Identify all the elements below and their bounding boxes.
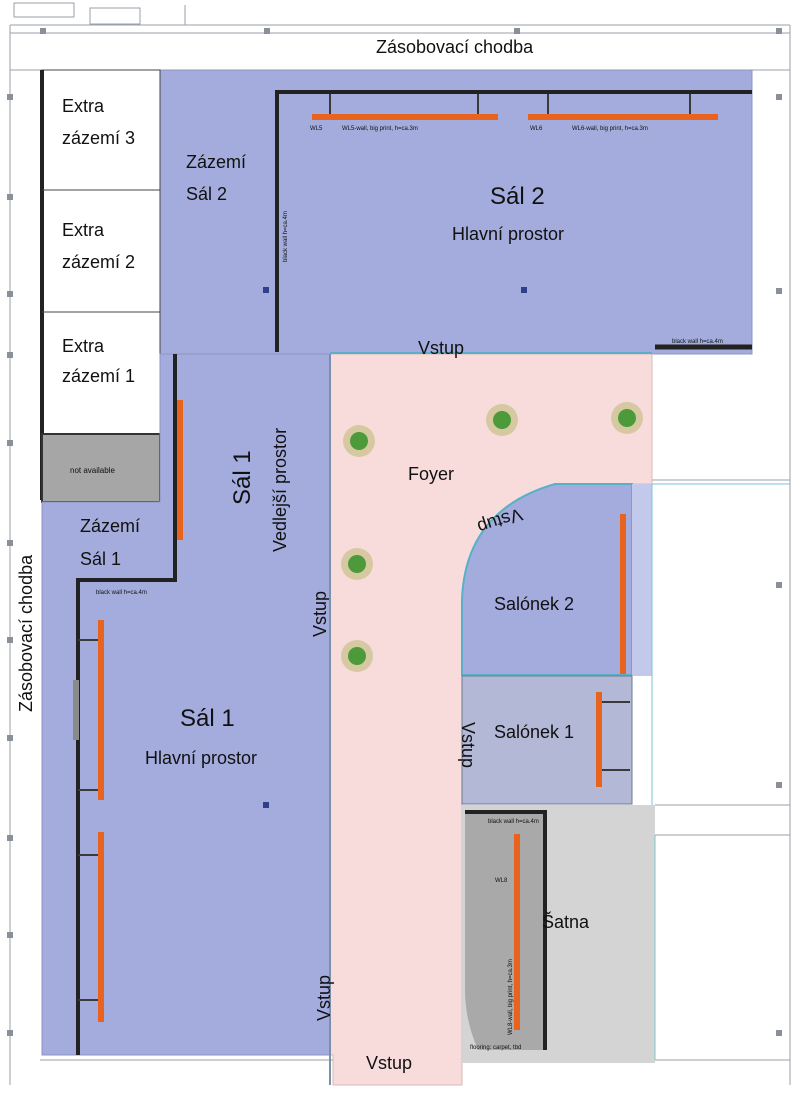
vstup-sal1: Vstup — [310, 591, 330, 637]
zazemi-sal2-line2: Sál 2 — [186, 184, 227, 204]
vstup-sal2: Vstup — [418, 338, 464, 358]
sal1-side-subtitle: Vedlejší prostor — [270, 428, 290, 552]
foyer-label: Foyer — [408, 464, 454, 484]
extra1-line1: Extra — [62, 336, 105, 356]
corridor-top-label: Zásobovací chodba — [376, 37, 534, 57]
wl8-panel — [514, 834, 520, 1030]
sal1-grey-strip — [73, 680, 79, 740]
sal1-title: Sál 1 — [180, 705, 235, 732]
extra3-line2: zázemí 3 — [62, 128, 135, 148]
black-wall-sal1-label: black wall h=ca.4m — [96, 590, 147, 596]
wl5-label: WL5-wall, big print, h=ca.3m — [342, 126, 418, 132]
zazemi-sal1-line1: Zázemí — [80, 516, 140, 536]
flooring-label: flooring: carpet, tbd — [470, 1045, 521, 1051]
wl6-wall — [528, 94, 718, 120]
wl6-label: WL6-wall, big print, h=ca.3m — [572, 126, 648, 132]
zazemi-sal2-line1: Zázemí — [186, 152, 246, 172]
sal2-area — [159, 69, 753, 355]
sal2-center-column — [521, 287, 527, 293]
vstup-lower: Vstup — [314, 975, 334, 1021]
sal1-panel-lower — [78, 832, 104, 1022]
sal1-side-title: Sál 1 — [229, 450, 256, 505]
salonek2-panel — [620, 514, 626, 674]
right-rooms — [651, 483, 790, 1060]
salonek2-label: Salónek 2 — [494, 594, 574, 614]
wl6-tag: WL6 — [530, 126, 543, 132]
sal1-panel-upper — [78, 620, 104, 800]
wl5-wall — [312, 94, 498, 120]
sal2-title: Sál 2 — [490, 183, 545, 210]
sal1-subtitle: Hlavní prostor — [145, 748, 257, 768]
vstup-salonek1: Vstup — [458, 722, 478, 768]
extra-rooms — [40, 69, 161, 500]
plant-icon — [486, 404, 518, 436]
plant-icon — [343, 425, 375, 457]
corridor-left-label: Zásobovací chodba — [16, 554, 36, 712]
satna-label: Šatna — [542, 911, 590, 932]
plant-icon — [341, 640, 373, 672]
salonek2-area — [461, 483, 633, 676]
sal1-side-panel — [177, 400, 183, 540]
black-wall-sal2-side-label: black wall h=ca.4m — [283, 211, 289, 262]
sal1-center-column — [263, 802, 269, 808]
wl8-tag: WL8 — [495, 878, 508, 884]
salonek1-panel — [596, 692, 630, 787]
column-markers — [7, 28, 782, 1036]
salonek1-label: Salónek 1 — [494, 722, 574, 742]
black-wall-satna-label: black wall h=ca.4m — [488, 819, 539, 825]
plant-icon — [341, 548, 373, 580]
black-wall-sal2-bottom-label: black wall h=ca.4m — [672, 339, 723, 345]
satna-black-wall — [465, 810, 547, 1050]
sal2-column — [263, 287, 269, 293]
sal1-black-wall — [76, 354, 177, 1055]
extra2-line2: zázemí 2 — [62, 252, 135, 272]
wl8-label: WL8-wall, big print, h=ca.3m — [508, 959, 514, 1035]
salonek2-side-strip — [632, 484, 652, 676]
plant-icon — [611, 402, 643, 434]
zazemi-sal1-line2: Sál 1 — [80, 549, 121, 569]
extra1-line2: zázemí 1 — [62, 366, 135, 386]
salonek1-area — [461, 675, 633, 805]
vstup-main: Vstup — [366, 1053, 412, 1073]
plant-icons — [341, 402, 643, 672]
sal2-subtitle: Hlavní prostor — [452, 224, 564, 244]
extra2-line1: Extra — [62, 220, 105, 240]
satna-dark-zone — [465, 810, 545, 1050]
extra3-line1: Extra — [62, 96, 105, 116]
not-available-label: not available — [70, 466, 115, 475]
wl5-tag: WL5 — [310, 126, 323, 132]
